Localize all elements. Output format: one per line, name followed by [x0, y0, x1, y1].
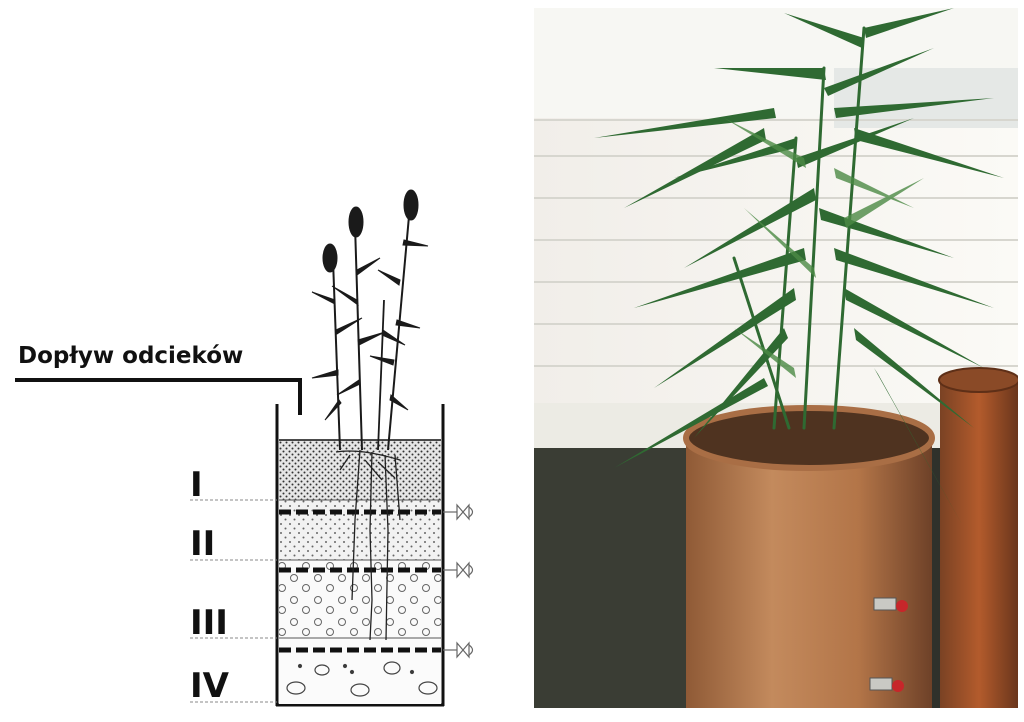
- reed-plant-icon: [311, 189, 429, 451]
- layer-label-iii: III: [190, 603, 228, 643]
- layer-i-fill: [279, 440, 441, 500]
- second-column: [940, 378, 1018, 708]
- layer-iv-stones: [286, 661, 438, 697]
- valve-icon: [443, 561, 474, 579]
- valve-icon: [869, 597, 908, 692]
- main-column: [686, 438, 932, 708]
- bamboo-leaves: [594, 8, 1004, 528]
- inflow-label: Dopływ odcieków: [18, 343, 243, 369]
- layer-ii-fill: [279, 500, 441, 560]
- plant-roots: [335, 449, 401, 641]
- valve-icon: [443, 503, 474, 521]
- filter-column-diagram: Dopływ odcieków I II III IV: [15, 189, 474, 707]
- layer-label-i: I: [190, 465, 203, 505]
- inflow-pipe: [15, 378, 302, 415]
- plant-column-photo: [534, 8, 1018, 708]
- layer-iii-fill: [279, 560, 441, 638]
- layer-label-ii: II: [190, 524, 215, 564]
- layer-label-iv: IV: [190, 666, 230, 706]
- valve-icon: [443, 641, 474, 659]
